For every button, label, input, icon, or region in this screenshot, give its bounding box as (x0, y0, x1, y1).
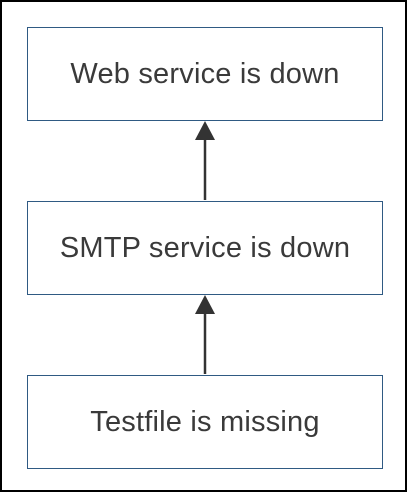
node-web-service-down: Web service is down (27, 27, 383, 121)
edge-arrow-smtp-to-web (195, 121, 215, 200)
node-smtp-service-down: SMTP service is down (27, 201, 383, 295)
node-label: SMTP service is down (59, 231, 351, 264)
node-label: Web service is down (70, 57, 340, 90)
node-label: Testfile is missing (90, 405, 320, 438)
node-testfile-missing: Testfile is missing (27, 375, 383, 469)
edge-arrow-test-to-smtp (195, 295, 215, 374)
